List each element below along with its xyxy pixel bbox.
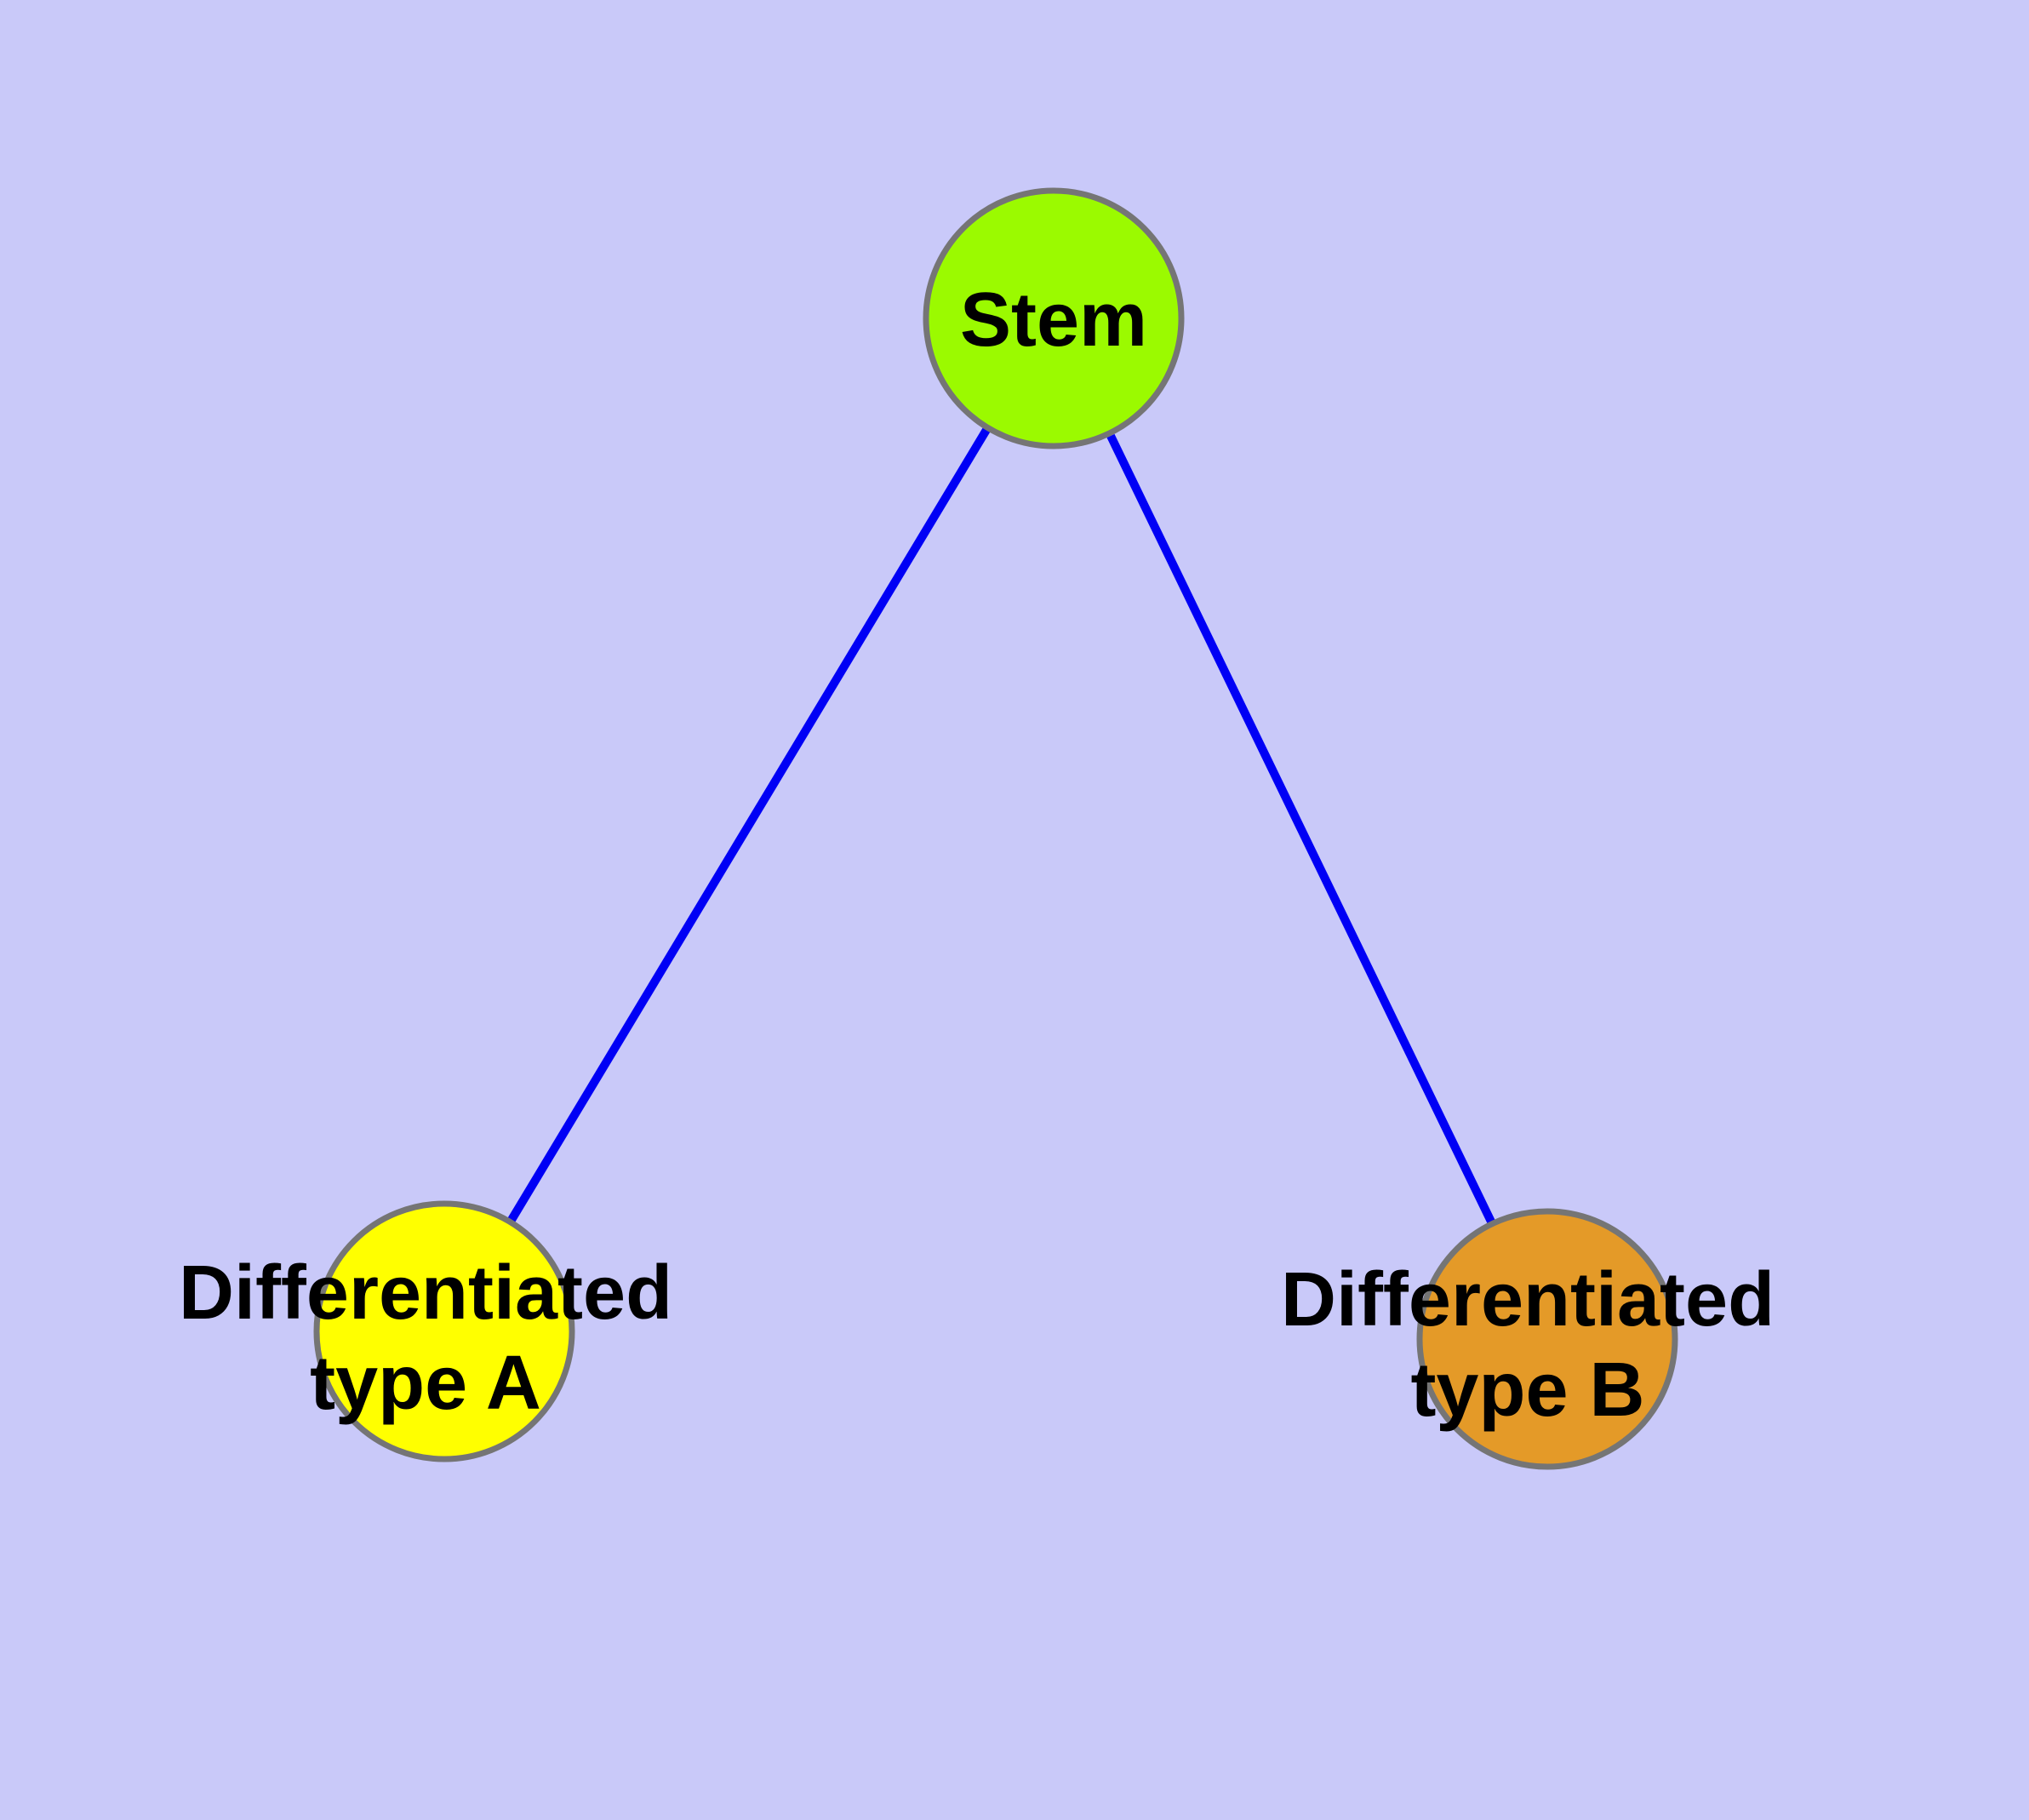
node-type-b (1416, 1208, 1678, 1470)
edge-stem-to-type-b (1106, 433, 1495, 1224)
node-type-a (313, 1200, 575, 1462)
node-stem (923, 187, 1185, 449)
edge-stem-to-type-a (507, 427, 991, 1222)
